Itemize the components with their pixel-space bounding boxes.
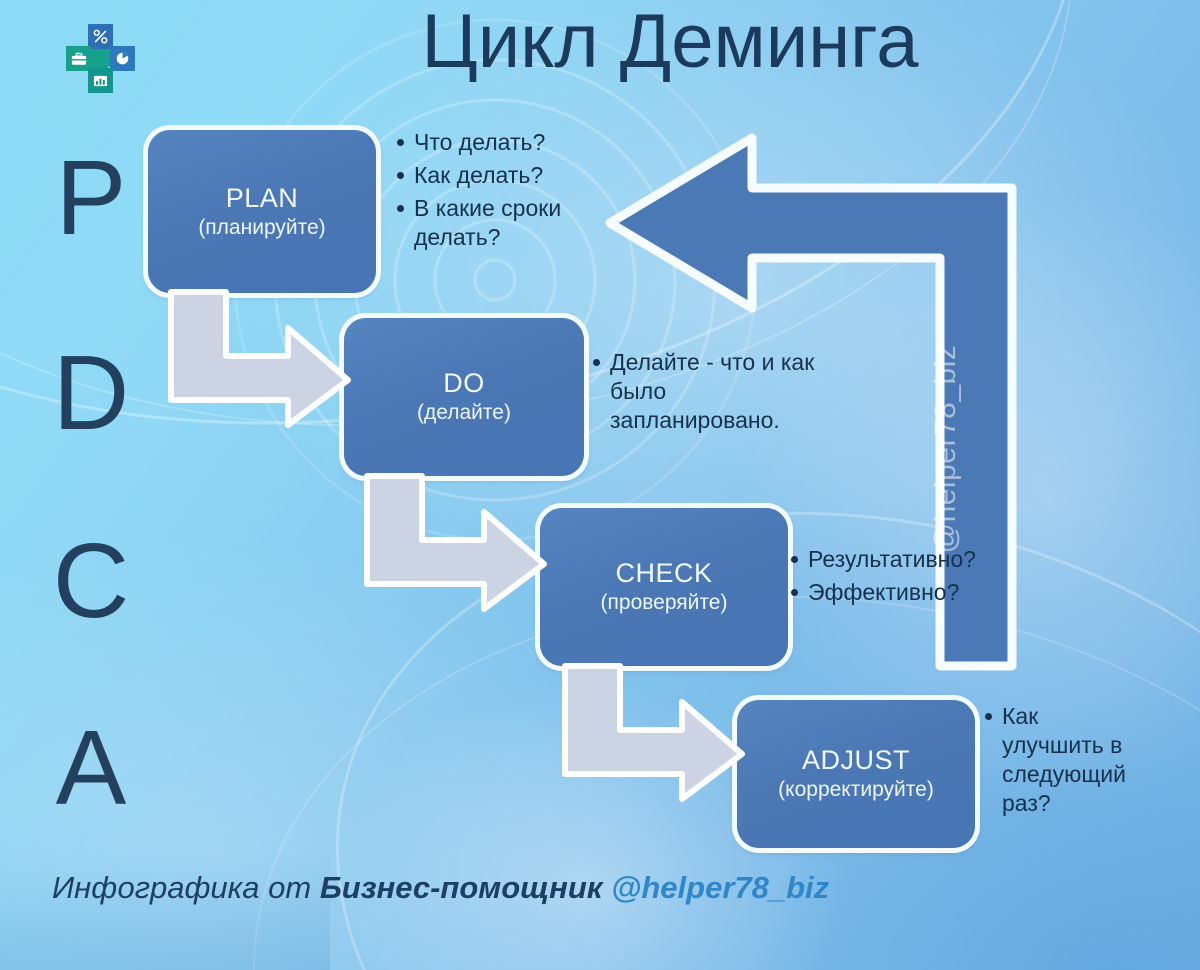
bullets-plan: Что делать? Как делать? В какие сроки де…: [392, 128, 572, 256]
bullet-item: Как делать?: [397, 161, 572, 190]
step-label-english: ADJUST: [801, 745, 910, 776]
bullets-do: Делайте - что и как было запланировано.: [588, 348, 818, 439]
step-label-english: PLAN: [225, 182, 299, 213]
step-label-english: DO: [443, 368, 485, 399]
pdca-letter-d: D: [52, 334, 130, 452]
pdca-letter-p: P: [55, 139, 127, 257]
footer-brand-name: Бизнес-помощник: [319, 870, 603, 905]
step-label-russian: (планируйте): [198, 215, 326, 239]
pdca-letter-c: C: [52, 522, 130, 640]
bullet-item: Как улучшить в следующий раз?: [985, 702, 1140, 818]
bullet-item: Что делать?: [397, 128, 572, 157]
bullet-item: Эффективно?: [791, 578, 1006, 607]
bullets-check: Результативно? Эффективно?: [786, 545, 1006, 611]
bullets-adjust: Как улучшить в следующий раз?: [980, 702, 1140, 822]
step-box-check[interactable]: CHECK (проверяйте): [540, 508, 788, 666]
footer-credit: Инфографика от Бизнес-помощник @helper78…: [52, 870, 829, 906]
pdca-letter-a: A: [55, 709, 127, 827]
business-helper-logo: [66, 24, 135, 93]
briefcase-icon: [66, 46, 91, 71]
bullet-item: В какие сроки делать?: [397, 194, 572, 252]
logo-center-block: [88, 46, 113, 71]
step-label-russian: (делайте): [417, 401, 511, 425]
pie-chart-icon: [110, 46, 135, 71]
step-label-russian: (корректируйте): [778, 778, 934, 802]
footer-handle-link[interactable]: @helper78_biz: [602, 870, 830, 905]
footer-lead-text: Инфографика от: [52, 870, 320, 905]
page-title: Цикл Деминга: [421, 0, 919, 84]
percent-icon: [88, 24, 113, 49]
bar-chart-icon: [88, 68, 113, 93]
step-label-english: CHECK: [615, 558, 713, 589]
step-box-adjust[interactable]: ADJUST (корректируйте): [737, 700, 975, 848]
bullet-item: Результативно?: [791, 545, 1006, 574]
background-shade: [0, 850, 330, 970]
bullet-item: Делайте - что и как было запланировано.: [593, 348, 818, 435]
step-box-plan[interactable]: PLAN (планируйте): [148, 130, 376, 293]
step-label-russian: (проверяйте): [600, 591, 728, 615]
connector-arrow-plan-to-do: [166, 288, 366, 428]
feedback-loop-arrow: [605, 118, 1040, 678]
connector-arrow-do-to-check: [362, 472, 562, 612]
connector-arrow-check-to-adjust: [560, 662, 760, 802]
step-box-do[interactable]: DO (делайте): [344, 318, 584, 476]
